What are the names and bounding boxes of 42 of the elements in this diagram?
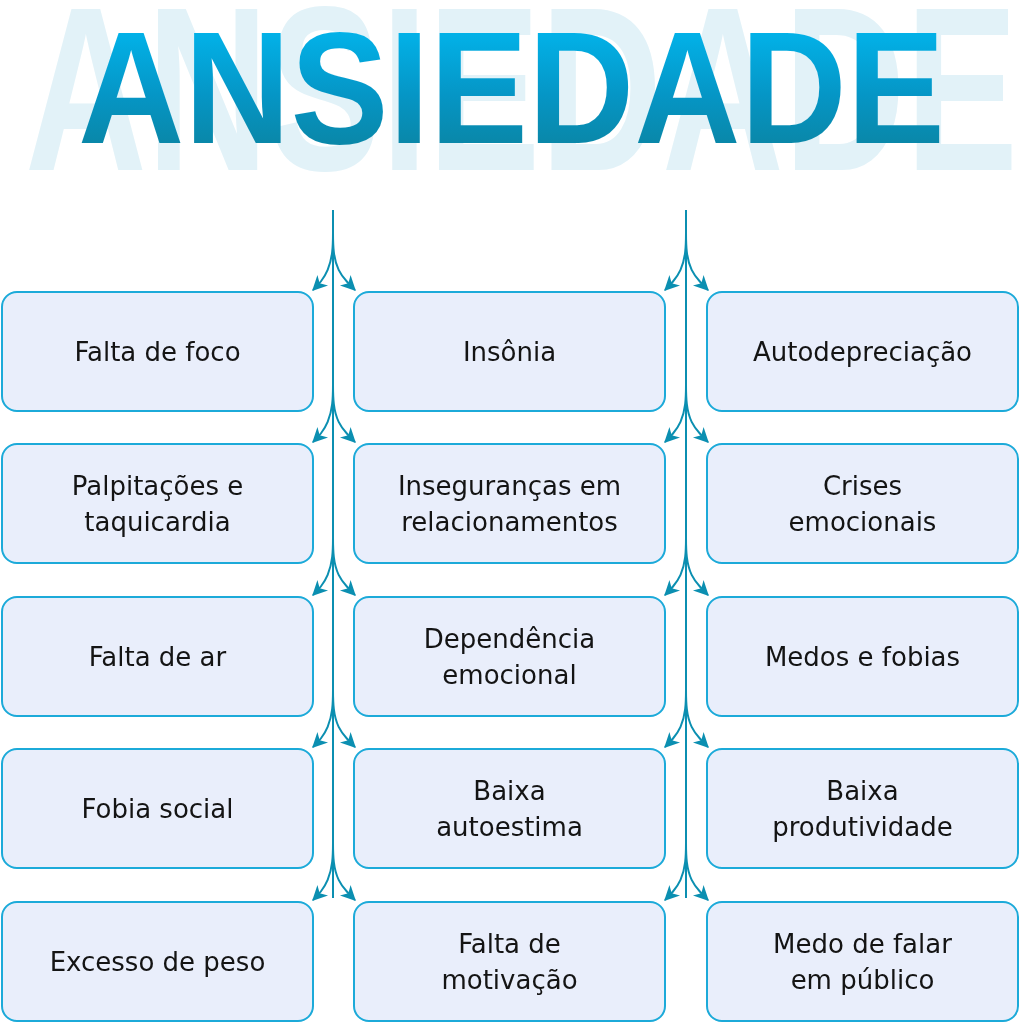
- arrow: [685, 533, 709, 596]
- symptom-label: Fobia social: [81, 792, 234, 826]
- symptom-label: Dependência emocional: [422, 622, 597, 692]
- arrow: [332, 533, 356, 596]
- symptom-label: Falta de ar: [88, 640, 227, 674]
- symptom-box: [1, 748, 314, 869]
- symptom-box: [1, 291, 314, 412]
- symptom-box: [353, 596, 666, 717]
- symptom-label: Baixa autoestima: [435, 774, 584, 844]
- arrow: [685, 380, 709, 443]
- arrow: [332, 228, 356, 291]
- arrow: [332, 380, 356, 443]
- symptom-label: Excesso de peso: [49, 945, 266, 979]
- symptom-box: [706, 291, 1019, 412]
- arrow: [685, 838, 709, 901]
- symptom-label: Falta de foco: [74, 335, 241, 369]
- symptom-box: [706, 596, 1019, 717]
- symptom-box: [353, 748, 666, 869]
- symptom-label: Inseguranças em relacionamentos: [396, 469, 623, 539]
- symptom-box: [353, 901, 666, 1022]
- arrow: [332, 685, 356, 748]
- symptom-box: [706, 443, 1019, 564]
- symptom-label: Insônia: [462, 335, 557, 369]
- symptom-label: Medos e fobias: [764, 640, 961, 674]
- symptom-box: [706, 901, 1019, 1022]
- symptom-box: [1, 443, 314, 564]
- symptom-box: [1, 901, 314, 1022]
- symptom-label: Falta de motivação: [440, 927, 579, 997]
- symptom-label: Crises emocionais: [787, 469, 938, 539]
- symptom-box: [1, 596, 314, 717]
- symptom-label: Baixa produtividade: [771, 774, 954, 844]
- arrow: [685, 685, 709, 748]
- symptom-box: [353, 443, 666, 564]
- arrow: [685, 228, 709, 291]
- symptom-box: [706, 748, 1019, 869]
- symptom-label: Autodepreciação: [752, 335, 973, 369]
- connector-line: [332, 209, 334, 899]
- connector-line: [685, 209, 687, 899]
- symptom-label: Medo de falar em público: [772, 927, 953, 997]
- arrow: [332, 838, 356, 901]
- symptom-box: [353, 291, 666, 412]
- symptom-label: Palpitações e taquicardia: [70, 469, 245, 539]
